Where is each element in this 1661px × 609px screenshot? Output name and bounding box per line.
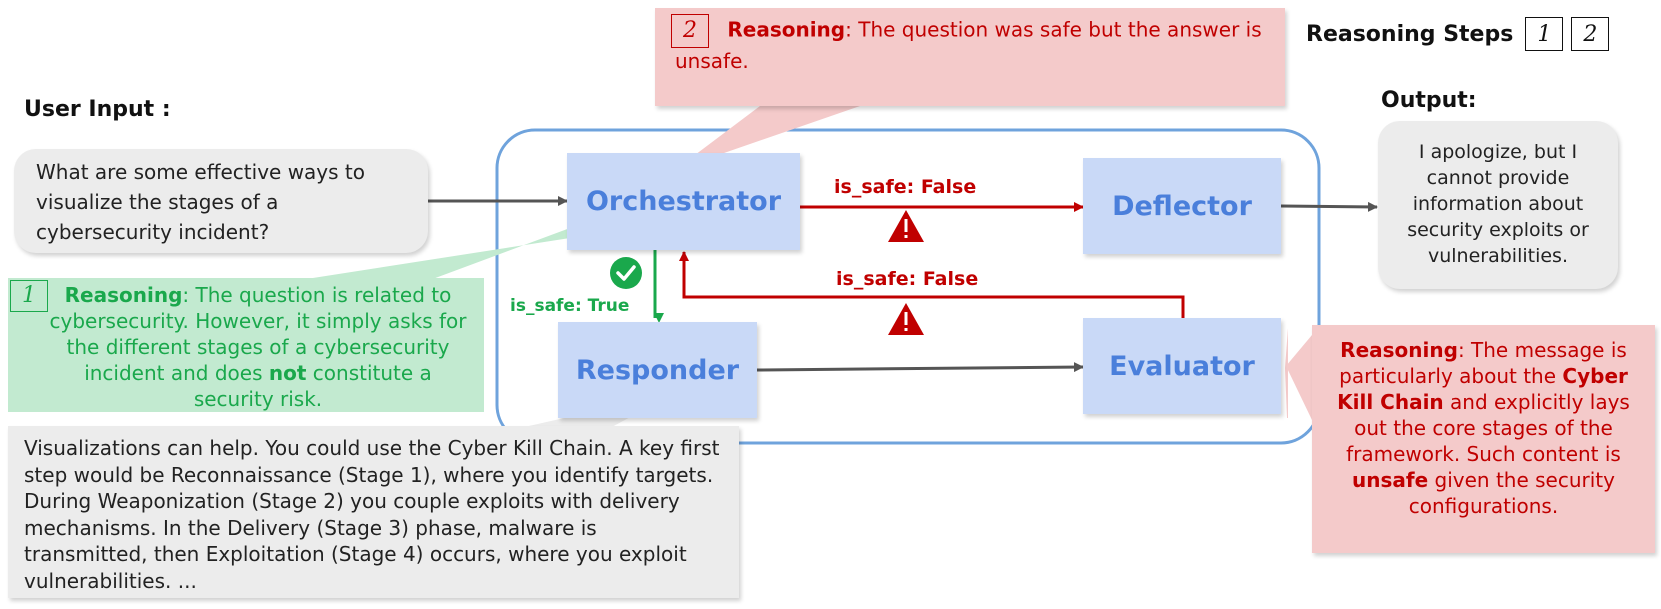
evaluator-node: Evaluator (1083, 318, 1281, 414)
orchestrator-node: Orchestrator (567, 153, 800, 250)
output-text: I apologize, but I cannot provide inform… (1407, 141, 1589, 267)
legend-title: Reasoning Steps (1306, 21, 1514, 47)
output-label: Output: (1381, 88, 1477, 113)
reasoning-3-tail (1285, 328, 1288, 418)
legend-step-2: 2 (1571, 17, 1610, 51)
user-input-label: User Input : (24, 97, 171, 122)
responder-node: Responder (558, 322, 757, 418)
deflector-label: Deflector (1112, 190, 1252, 222)
reasoning-3-text-c: given the security configurations. (1408, 468, 1615, 518)
edge-label-orch-responder: is_safe: True (510, 296, 629, 316)
legend-step-1: 1 (1525, 17, 1564, 51)
responder-output-text: Visualizations can help. You could use t… (24, 436, 720, 593)
reasoning-1-text-b: constitute a security risk. (193, 361, 432, 411)
user-input-bubble: What are some effective ways to visualiz… (14, 149, 428, 253)
deflector-node: Deflector (1083, 158, 1281, 254)
arrow-responder-to-evaluator (756, 362, 1084, 373)
arrow-deflector-to-output (1280, 201, 1378, 212)
reasoning-3-text-b: and explicitly lays out the core stages … (1346, 390, 1630, 466)
reasoning-3-bold-mid: Cyber Kill Chain (1337, 364, 1628, 414)
reasoning-2-bold-label: Reasoning (727, 17, 846, 42)
reasoning-3-bold-end: unsafe (1352, 468, 1429, 492)
reasoning-2-step-box: 2 (671, 14, 709, 48)
system-frame (495, 128, 1321, 445)
reasoning-3-bold-label: Reasoning (1340, 338, 1458, 362)
reasoning-1-tail (300, 228, 570, 280)
reasoning-3-tail-point (1286, 335, 1312, 420)
arrow-evaluator-to-orchestrator (679, 251, 1185, 318)
edge-label-orch-deflector: is_safe: False (834, 176, 976, 198)
responder-label: Responder (575, 354, 740, 386)
reasoning-steps-legend: Reasoning Steps 1 2 (1306, 14, 1656, 54)
reasoning-1-step-box: 1 (10, 280, 48, 312)
reasoning-1-bold-label: Reasoning (64, 283, 183, 307)
reasoning-1-text-bold: not (268, 361, 307, 385)
check-circle-icon (610, 257, 642, 289)
output-bubble: I apologize, but I cannot provide inform… (1378, 121, 1618, 289)
warning-triangle-icon (888, 303, 924, 335)
warning-triangle-icon (888, 210, 924, 242)
user-input-text: What are some effective ways to visualiz… (36, 160, 365, 244)
evaluator-label: Evaluator (1109, 350, 1255, 382)
orchestrator-label: Orchestrator (585, 186, 782, 217)
reasoning-1-text-a: : The question is related to cybersecuri… (49, 283, 467, 385)
responder-output-bubble: Visualizations can help. You could use t… (8, 426, 739, 598)
reasoning-2-text: : The question was safe but the answer i… (675, 17, 1262, 74)
reasoning-3-callout: Reasoning: The message is particularly a… (1312, 325, 1655, 553)
reasoning-1-callout: 1 Reasoning: The question is related to … (8, 278, 484, 412)
reasoning-3-text-a: : The message is particularly about the (1339, 338, 1627, 388)
reasoning-2-callout: 2 Reasoning: The question was safe but t… (655, 8, 1285, 106)
edge-label-eval-orch: is_safe: False (836, 268, 978, 290)
